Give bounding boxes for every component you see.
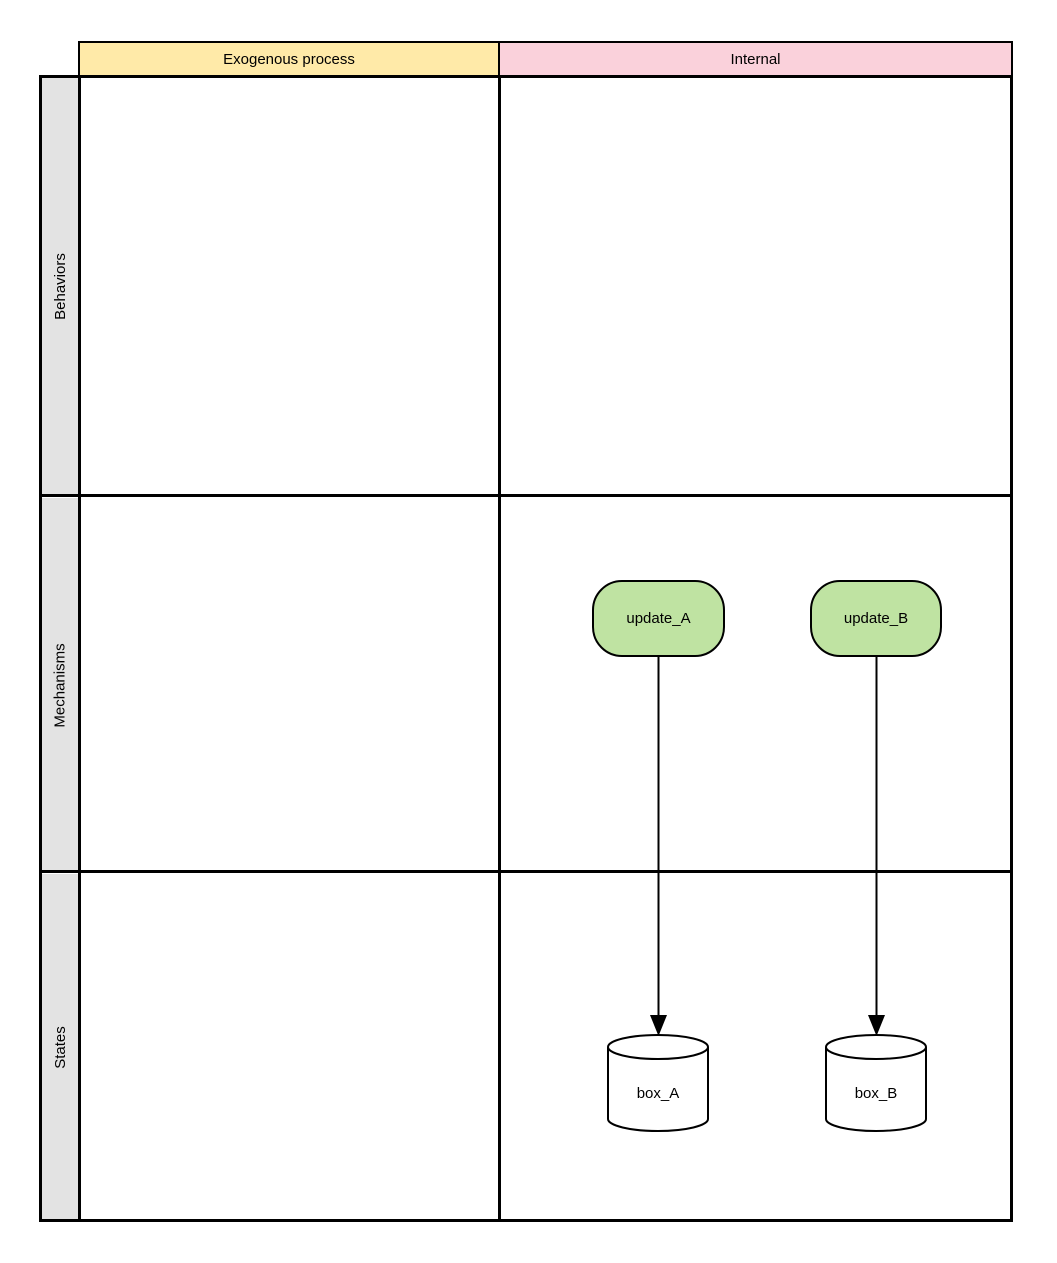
row-label-mechanisms: Mechanisms [41, 498, 80, 872]
row-label-behaviors: Behaviors [41, 77, 80, 496]
column-header-exogenous-process: Exogenous process [78, 41, 500, 77]
grid-line-horizontal-mechanisms-states [39, 870, 1013, 873]
arrow-update-a-to-box-a [650, 657, 667, 1036]
node-update-a-label: update_A [626, 610, 691, 627]
column-header-exogenous-process-label: Exogenous process [223, 50, 355, 68]
column-header-internal-label: Internal [730, 50, 781, 68]
row-label-states: States [41, 874, 80, 1220]
node-update-b: update_B [810, 580, 942, 657]
node-update-a: update_A [592, 580, 725, 657]
grid-line-vertical-row-labels [78, 75, 81, 1222]
arrow-update-b-to-box-b [868, 657, 885, 1036]
row-label-mechanisms-text: Mechanisms [52, 642, 70, 728]
column-header-internal: Internal [498, 41, 1013, 77]
arrowhead-box-b [868, 1015, 885, 1036]
node-update-b-label: update_B [843, 610, 909, 627]
grid-line-horizontal-behaviors-mechanisms [39, 494, 1013, 497]
cylinder-box-a: box_A [607, 1034, 709, 1132]
cylinder-box-b-label: box_B [855, 1085, 898, 1102]
grid-line-vertical-columns [498, 75, 501, 1222]
cylinder-box-a-label: box_A [637, 1085, 680, 1102]
row-label-behaviors-text: Behaviors [52, 253, 70, 320]
arrowhead-box-a [650, 1015, 667, 1036]
row-label-states-text: States [52, 1025, 69, 1069]
cylinder-box-b: box_B [825, 1034, 927, 1132]
